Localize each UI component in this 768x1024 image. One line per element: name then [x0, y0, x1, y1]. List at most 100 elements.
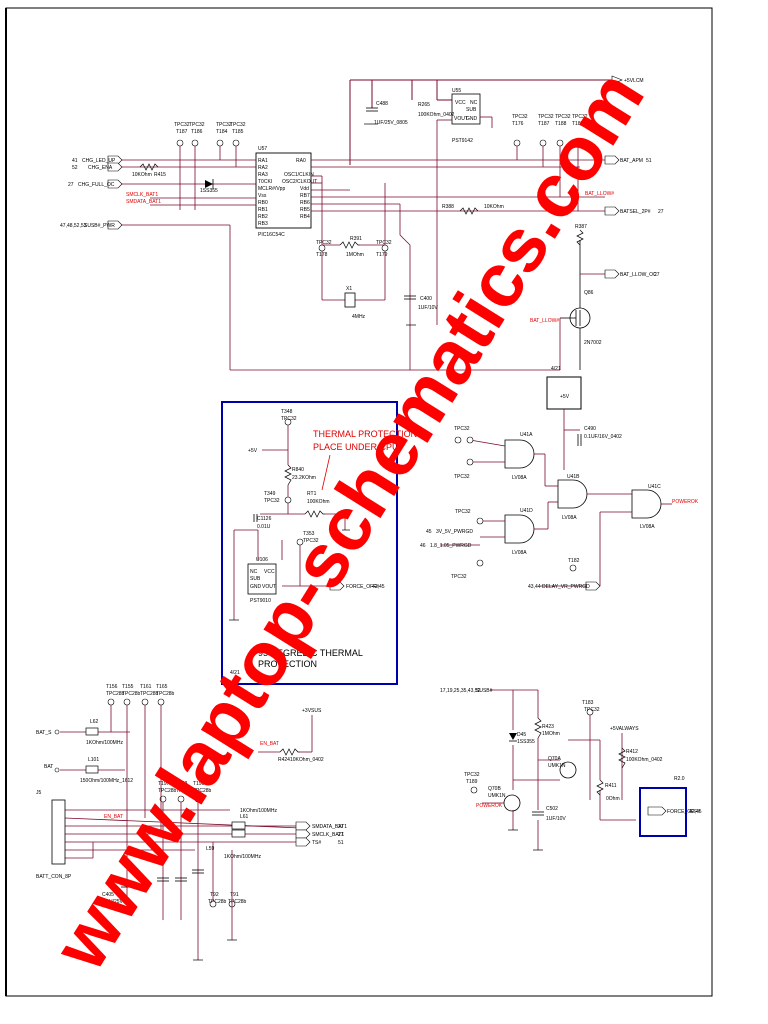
tp-t161-ref: T161 — [140, 684, 152, 690]
r411-symbol — [596, 779, 604, 796]
r-therm2-symbol — [304, 510, 325, 518]
u57-pin-osc2: OSC2/CLKOUT — [282, 179, 317, 185]
r423-ref: R423 — [542, 724, 554, 730]
port-3v5v-label: 3V_5V_PWRGD — [436, 529, 473, 535]
tp-t348-ref: T348 — [281, 409, 293, 415]
port-18v-label: 1.8_1.05_PWRGD — [430, 543, 472, 549]
port-force-off-thermal-label: FORCE_OFF# — [346, 584, 379, 590]
tp-t179-label: TPC32 — [376, 240, 392, 246]
tp-t185b-ref: T185 — [572, 121, 584, 127]
u57-pin-ra1: RA1 — [258, 158, 268, 164]
port-susb-n-num: 17,19,25,35,43,52 — [440, 688, 481, 694]
c-gate-ref: C490 — [584, 426, 596, 432]
tp-t183-label: TPC32 — [584, 707, 600, 713]
port-susb: SUSB#_PWR — [84, 223, 115, 229]
diode-d45-ref: D45 — [517, 732, 526, 738]
tp-t189-label: TPC32 — [464, 772, 480, 778]
inductor-l61-ref: L61 — [240, 814, 249, 820]
tp-t91-ref: T91 — [230, 892, 239, 898]
r-therm-value: 23.2KOhm — [292, 475, 316, 481]
u57-pin-rb4: RB4 — [300, 214, 310, 220]
u57-pin-rb2: RB2 — [258, 214, 268, 220]
crystal-x1 — [344, 292, 356, 308]
net-bat-s: BAT_S — [36, 730, 52, 736]
u106-pin-vout: VOUT — [262, 584, 276, 590]
port-batsel-num: 27 — [658, 209, 664, 215]
thermal-note-1: THERMAL PROTECTION — [313, 429, 417, 439]
tp-t184-ref: T184 — [216, 129, 228, 135]
c400-value: 1UF/10V — [418, 305, 438, 311]
port-smclk-out-num: 27 — [338, 832, 344, 838]
tp-t165-ref: T165 — [156, 684, 168, 690]
inductor-l62-value: 1KOhm/100MHz — [86, 740, 123, 746]
port-force-off-thermal — [329, 581, 345, 591]
tp-t92-ref: T92 — [210, 892, 219, 898]
port-18v-num: 46 — [420, 543, 426, 549]
u106-pin-nc: NC — [250, 569, 258, 575]
r-q86-symbol — [576, 229, 584, 246]
inductor-l101-value: 150Ohm/100MHz_1612 — [80, 778, 133, 784]
u57-pin-mclr: MCLR#/Vpp — [258, 186, 285, 192]
tp-t348 — [284, 418, 292, 426]
port-batsel-label: BATSEL_2P# — [620, 209, 651, 215]
tp-t199-label: TPC28b — [193, 788, 212, 794]
tp-t91-label: TPC28b — [228, 899, 247, 905]
tp-t189 — [470, 786, 478, 794]
thermal-wires — [233, 425, 346, 620]
diode-d45-value: 1SS355 — [517, 739, 535, 745]
r412-value: 100KOhm_0402 — [626, 757, 663, 763]
port-chg-led-num: 41 — [72, 158, 78, 164]
gate-u41d-part: LV08A — [512, 550, 527, 556]
inductor-l101 — [85, 765, 99, 774]
tp-t348-label: TPC32 — [281, 416, 297, 422]
gate-u41c-part: LV08A — [640, 524, 655, 530]
r424-value: 10KOhm_0402 — [290, 757, 324, 763]
inductor-l59-value: 1KOhm/100MHz — [224, 854, 261, 860]
r-osc-symbol — [339, 241, 360, 249]
port-bat-llow-oc — [604, 269, 620, 279]
u57-pin-vss: Vss — [258, 193, 267, 199]
net-power-ok: POWEROK — [672, 499, 699, 505]
d-chg-value: 1SS355 — [200, 188, 218, 194]
r411-value: 0Ohm — [606, 796, 620, 802]
tp-t178 — [318, 244, 326, 252]
c-therm-value: 0.01U — [257, 524, 271, 530]
tp-t92-label: TPC28b — [208, 899, 227, 905]
r-q86-ref: R387 — [575, 224, 587, 230]
tp-t182-label: T182 — [568, 558, 580, 564]
transistor-q70a — [559, 761, 577, 779]
gate-u41b-part: LV08A — [562, 515, 577, 521]
q86-ref: Q86 — [584, 290, 594, 296]
u106-pin-vcc: VCC — [264, 569, 275, 575]
tp-t161-label: TPC28b — [140, 691, 159, 697]
connector-j5 — [51, 799, 66, 865]
thermal-rev: 4/21 — [230, 670, 240, 676]
vcc-top-port — [611, 75, 623, 85]
chip-u57 — [255, 152, 312, 229]
port-bat-llow-oc-num: 27 — [654, 272, 660, 278]
crystal-x1-ref: X1 — [346, 286, 352, 292]
oscillator — [321, 176, 386, 301]
r-therm-symbol — [284, 464, 292, 486]
tp-t187-ref: T187 — [176, 129, 188, 135]
r424-ref: R424 — [278, 757, 290, 763]
tp-t202-label: TPC32 — [454, 474, 470, 480]
port-3v5v-num: 45 — [426, 529, 432, 535]
tp-t188-label: TPC32 — [555, 114, 571, 120]
tp-t156-ref: T156 — [106, 684, 118, 690]
thermal-box — [221, 401, 398, 685]
inductor-l101-ref: L101 — [88, 757, 99, 763]
r423-symbol — [534, 717, 542, 739]
r-sel-ref: R388 — [442, 204, 454, 210]
top-rail — [349, 79, 612, 165]
r412-ref: R412 — [626, 749, 638, 755]
tp-t186-label: TPC32 — [189, 122, 205, 128]
connector-j5-ref: J5 — [36, 790, 42, 796]
tp-t179 — [381, 244, 389, 252]
tp-t155-ref: T155 — [122, 684, 134, 690]
tp-t178-label: TPC32 — [316, 240, 332, 246]
tp-t197-ref: T197 — [158, 781, 170, 787]
transistor-q70b — [503, 794, 521, 812]
gate-u41a-ref: U41A — [520, 432, 533, 438]
